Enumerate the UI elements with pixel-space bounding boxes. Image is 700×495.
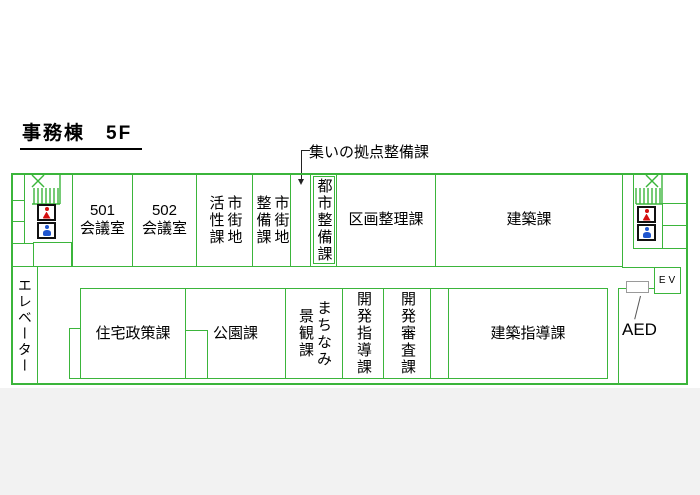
room-label: 501 会議室 bbox=[80, 202, 125, 238]
room-label: 公園課 bbox=[212, 324, 258, 342]
wall bbox=[662, 203, 663, 248]
person-head bbox=[44, 206, 49, 211]
room-label: 建築指導課 bbox=[490, 324, 566, 342]
wall bbox=[633, 248, 688, 249]
room-tsudoi-kyoten-seibi bbox=[290, 173, 311, 267]
room-toshi-seibi: 都市整備課 bbox=[310, 173, 337, 267]
wall bbox=[662, 225, 688, 226]
room-shigaichi-seibi: 市街地整備課 bbox=[252, 173, 291, 267]
room-502-meeting: 502 会議室 bbox=[132, 173, 197, 267]
female-restroom-icon bbox=[637, 206, 656, 223]
room-jutaku-seisaku: 住宅政策課 bbox=[80, 288, 186, 379]
wall bbox=[633, 173, 634, 249]
person-body bbox=[642, 213, 651, 221]
annotation-arrow-icon bbox=[298, 179, 304, 185]
wall bbox=[11, 221, 24, 222]
wall bbox=[662, 203, 688, 204]
aed-label: AED bbox=[622, 320, 657, 339]
room-kenchiku-shido: 建築指導課 bbox=[448, 288, 608, 379]
room-number: 502 bbox=[151, 202, 177, 219]
room-label: 建築課 bbox=[506, 211, 552, 228]
building-outline bbox=[11, 173, 688, 385]
wall bbox=[11, 243, 33, 244]
page-title: 事務棟 5F bbox=[20, 118, 143, 150]
room-machinami-keikan: まちなみ景観課 bbox=[285, 288, 343, 379]
room-label: 都市整備課 bbox=[312, 176, 335, 264]
wall bbox=[622, 267, 655, 268]
annotation-tsudoi-label: 集いの拠点整備課 bbox=[309, 144, 430, 161]
person-body bbox=[42, 230, 51, 236]
room-label: 市街地整備課 bbox=[254, 194, 290, 246]
annotation-leader-line bbox=[301, 150, 310, 151]
room-label: 住宅政策課 bbox=[95, 324, 171, 342]
ev-label: EV bbox=[658, 275, 679, 286]
page-bottom-margin bbox=[0, 388, 700, 495]
room-ev: EV bbox=[654, 267, 681, 294]
person-head bbox=[44, 225, 49, 229]
female-restroom-icon bbox=[37, 204, 56, 221]
person-body bbox=[642, 232, 651, 238]
male-restroom-icon bbox=[37, 222, 56, 239]
room-label: 市街地活性課 bbox=[207, 194, 243, 246]
stairs-icon bbox=[635, 174, 663, 205]
wall bbox=[618, 288, 619, 385]
room-501-meeting: 501 会議室 bbox=[72, 173, 133, 267]
room-kaihatsu-shinsa: 開発審査課 bbox=[383, 288, 431, 379]
room-type: 会議室 bbox=[79, 220, 125, 237]
room-elevator: エレベーター bbox=[11, 266, 38, 385]
room-kaihatsu-shido: 開発指導課 bbox=[342, 288, 384, 379]
aed-box bbox=[626, 281, 649, 293]
room-jutaku-extension bbox=[185, 330, 208, 379]
room-kukaku-seiri: 区画整理課 bbox=[336, 173, 436, 267]
room-unlabeled bbox=[430, 288, 449, 379]
annotation-leader-line bbox=[301, 150, 302, 180]
person-body bbox=[42, 211, 51, 219]
wall bbox=[24, 173, 25, 243]
room-label: 開発審査課 bbox=[399, 291, 416, 376]
room-label: 区画整理課 bbox=[348, 211, 424, 228]
room-shigaichi-kassei: 市街地活性課 bbox=[196, 173, 253, 267]
stairs-icon bbox=[31, 174, 61, 205]
room-number: 501 bbox=[89, 202, 115, 219]
service-room bbox=[33, 242, 72, 267]
person-head bbox=[644, 208, 649, 213]
room-label: 開発指導課 bbox=[355, 291, 372, 376]
room-kenchiku: 建築課 bbox=[435, 173, 623, 267]
room-label: 502 会議室 bbox=[142, 202, 187, 238]
room-type: 会議室 bbox=[141, 220, 187, 237]
male-restroom-icon bbox=[637, 224, 656, 241]
room-label: まちなみ景観課 bbox=[297, 299, 332, 368]
person-head bbox=[644, 227, 649, 231]
wall bbox=[11, 200, 24, 201]
room-label: エレベーター bbox=[16, 277, 33, 374]
